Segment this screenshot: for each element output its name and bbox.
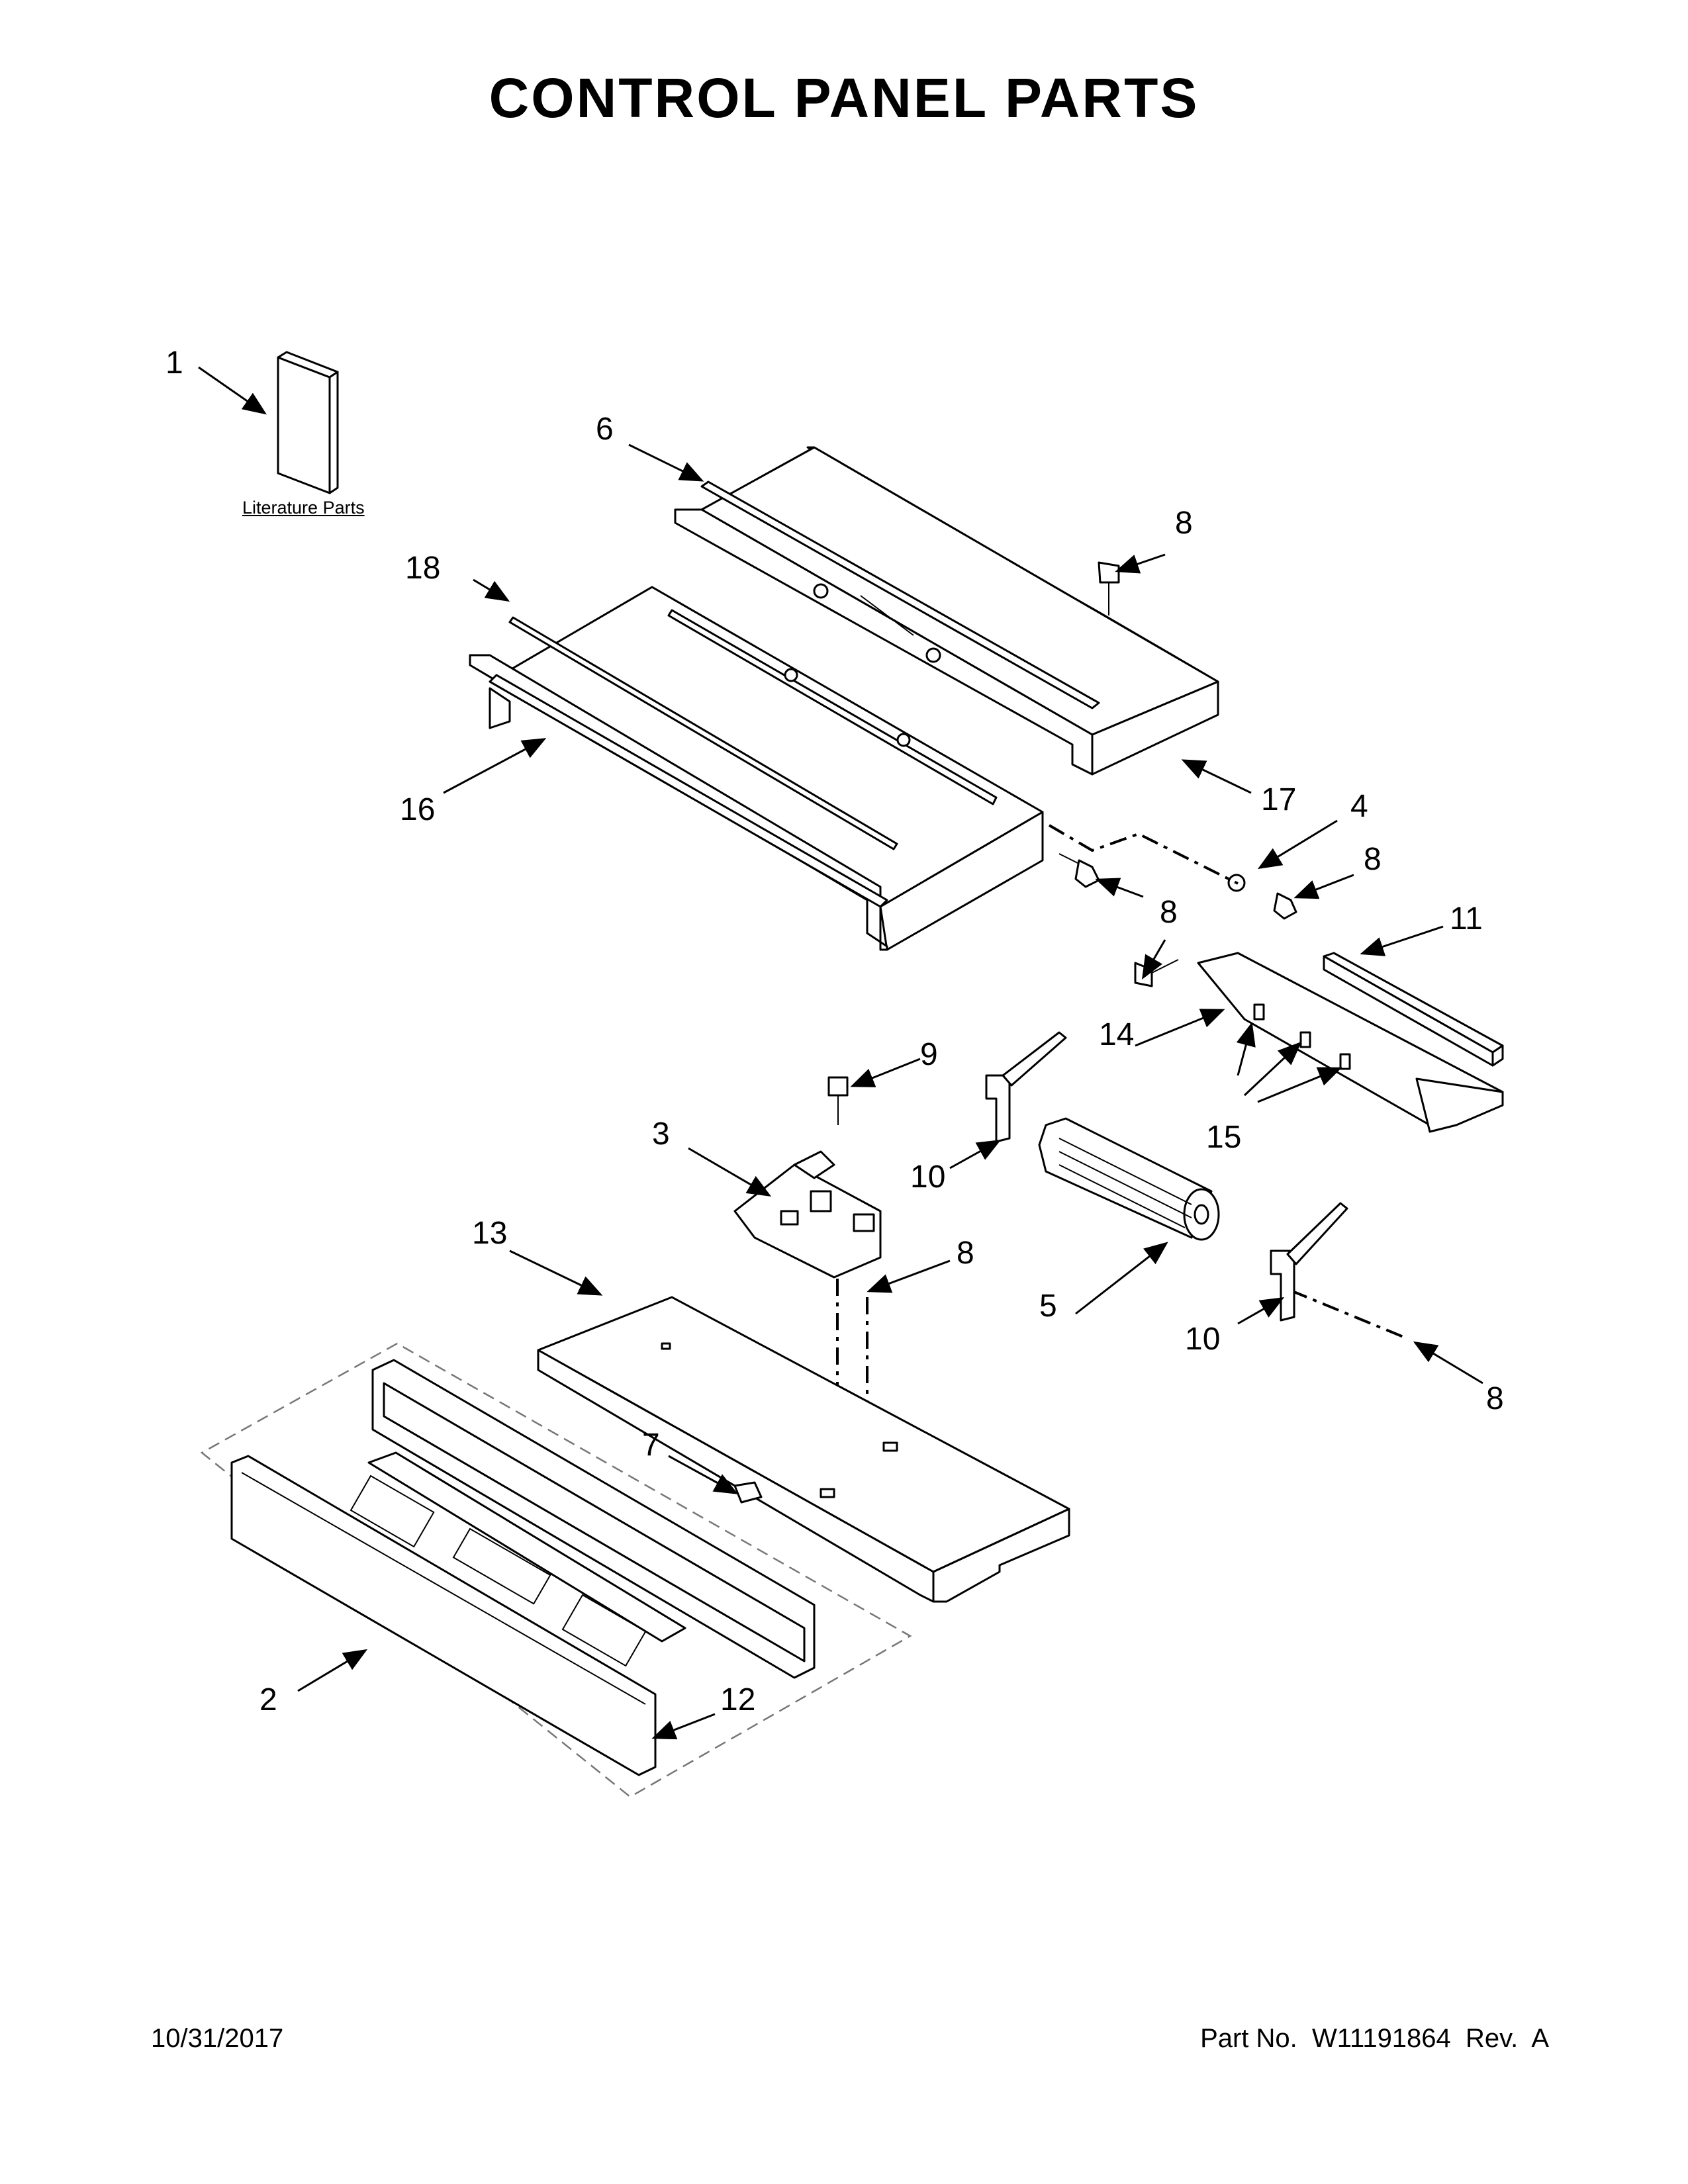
screw (827, 1076, 849, 1125)
pin (1253, 1003, 1265, 1021)
callout-8: 8 (957, 1236, 974, 1271)
bracket (985, 1031, 1067, 1143)
callout-8: 8 (1364, 842, 1382, 877)
keypad-overlay (350, 1451, 686, 1667)
screw (1058, 853, 1100, 888)
callout-7: 7 (642, 1428, 660, 1463)
callout-6: 6 (596, 412, 614, 447)
clip (733, 1481, 763, 1504)
literature-booklet (277, 351, 339, 494)
callout-14: 14 (1099, 1017, 1135, 1052)
screw (1098, 561, 1120, 615)
callout-8: 8 (1160, 895, 1178, 930)
control-board (733, 1150, 882, 1279)
callout-8: 8 (1175, 506, 1193, 541)
mounting-bracket (1197, 952, 1504, 1133)
footer-date: 10/31/2017 (151, 2024, 284, 2053)
console-frame (371, 1359, 816, 1679)
blower-fan (1038, 1117, 1220, 1241)
pin (1299, 1031, 1311, 1048)
callout-4: 4 (1350, 789, 1368, 824)
callout-12: 12 (720, 1682, 756, 1717)
callout-17: 17 (1261, 782, 1297, 817)
callout-13: 13 (472, 1216, 508, 1251)
page-title: CONTROL PANEL PARTS (489, 67, 1199, 129)
footer-part-number: Part No. W11191864 Rev. A (1200, 2024, 1549, 2053)
bracket (1270, 1202, 1348, 1322)
callout-8: 8 (1486, 1381, 1504, 1416)
callout-10: 10 (1185, 1322, 1221, 1357)
callout-2: 2 (259, 1682, 277, 1717)
callout-10: 10 (910, 1160, 946, 1195)
callout-5: 5 (1039, 1289, 1057, 1324)
literature-parts-link[interactable]: Literature Parts (242, 498, 365, 518)
front-glass-panel (230, 1455, 657, 1776)
callout-18: 18 (405, 551, 441, 586)
screw (1134, 959, 1179, 987)
callout-15: 15 (1206, 1120, 1242, 1155)
trim-strip (1323, 952, 1504, 1067)
pin (1339, 1053, 1351, 1070)
callout-3: 3 (652, 1116, 670, 1152)
callout-16: 16 (400, 792, 436, 827)
upper-panel-cover (674, 446, 1219, 776)
callout-11: 11 (1450, 901, 1483, 936)
callout-leaders (198, 366, 1483, 1740)
callout-1: 1 (165, 345, 183, 381)
callout-9: 9 (920, 1037, 938, 1072)
main-panel-tray (469, 586, 1044, 951)
screw (1227, 874, 1297, 920)
